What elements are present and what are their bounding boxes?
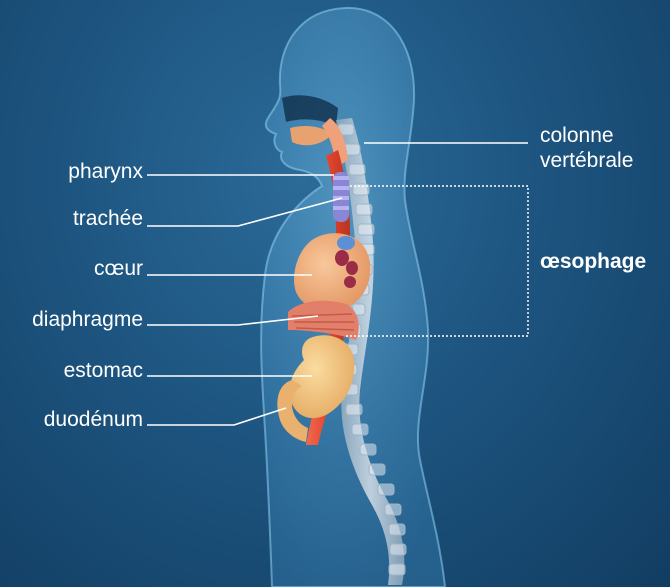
vertebra: [356, 204, 372, 215]
vertebra: [389, 524, 405, 535]
vertebra: [389, 564, 405, 575]
label-coeur: cœur: [40, 258, 143, 279]
heart-vessel-1: [335, 250, 349, 266]
heart-vessel-2: [346, 261, 358, 275]
vertebra: [390, 544, 406, 555]
vertebra: [349, 164, 365, 175]
heart-vessel-blue: [337, 236, 355, 250]
vertebra: [352, 424, 368, 435]
heart-vessel-3: [344, 276, 356, 288]
label-pharynx: pharynx: [40, 161, 143, 182]
label-colonne-line2: vertébrale: [540, 150, 633, 171]
vertebra: [378, 484, 394, 495]
label-trachee: trachée: [40, 208, 143, 229]
label-diaphragme: diaphragme: [5, 309, 143, 330]
vertebra: [385, 504, 401, 515]
trachea: [333, 172, 349, 222]
label-duodenum: duodénum: [10, 409, 143, 430]
label-oesophage: œsophage: [540, 251, 646, 272]
vertebra: [369, 464, 385, 475]
label-colonne-line1: colonne: [540, 125, 614, 146]
vertebra: [358, 224, 374, 235]
vertebra: [346, 404, 362, 415]
vertebra: [360, 444, 376, 455]
label-estomac: estomac: [20, 360, 143, 381]
